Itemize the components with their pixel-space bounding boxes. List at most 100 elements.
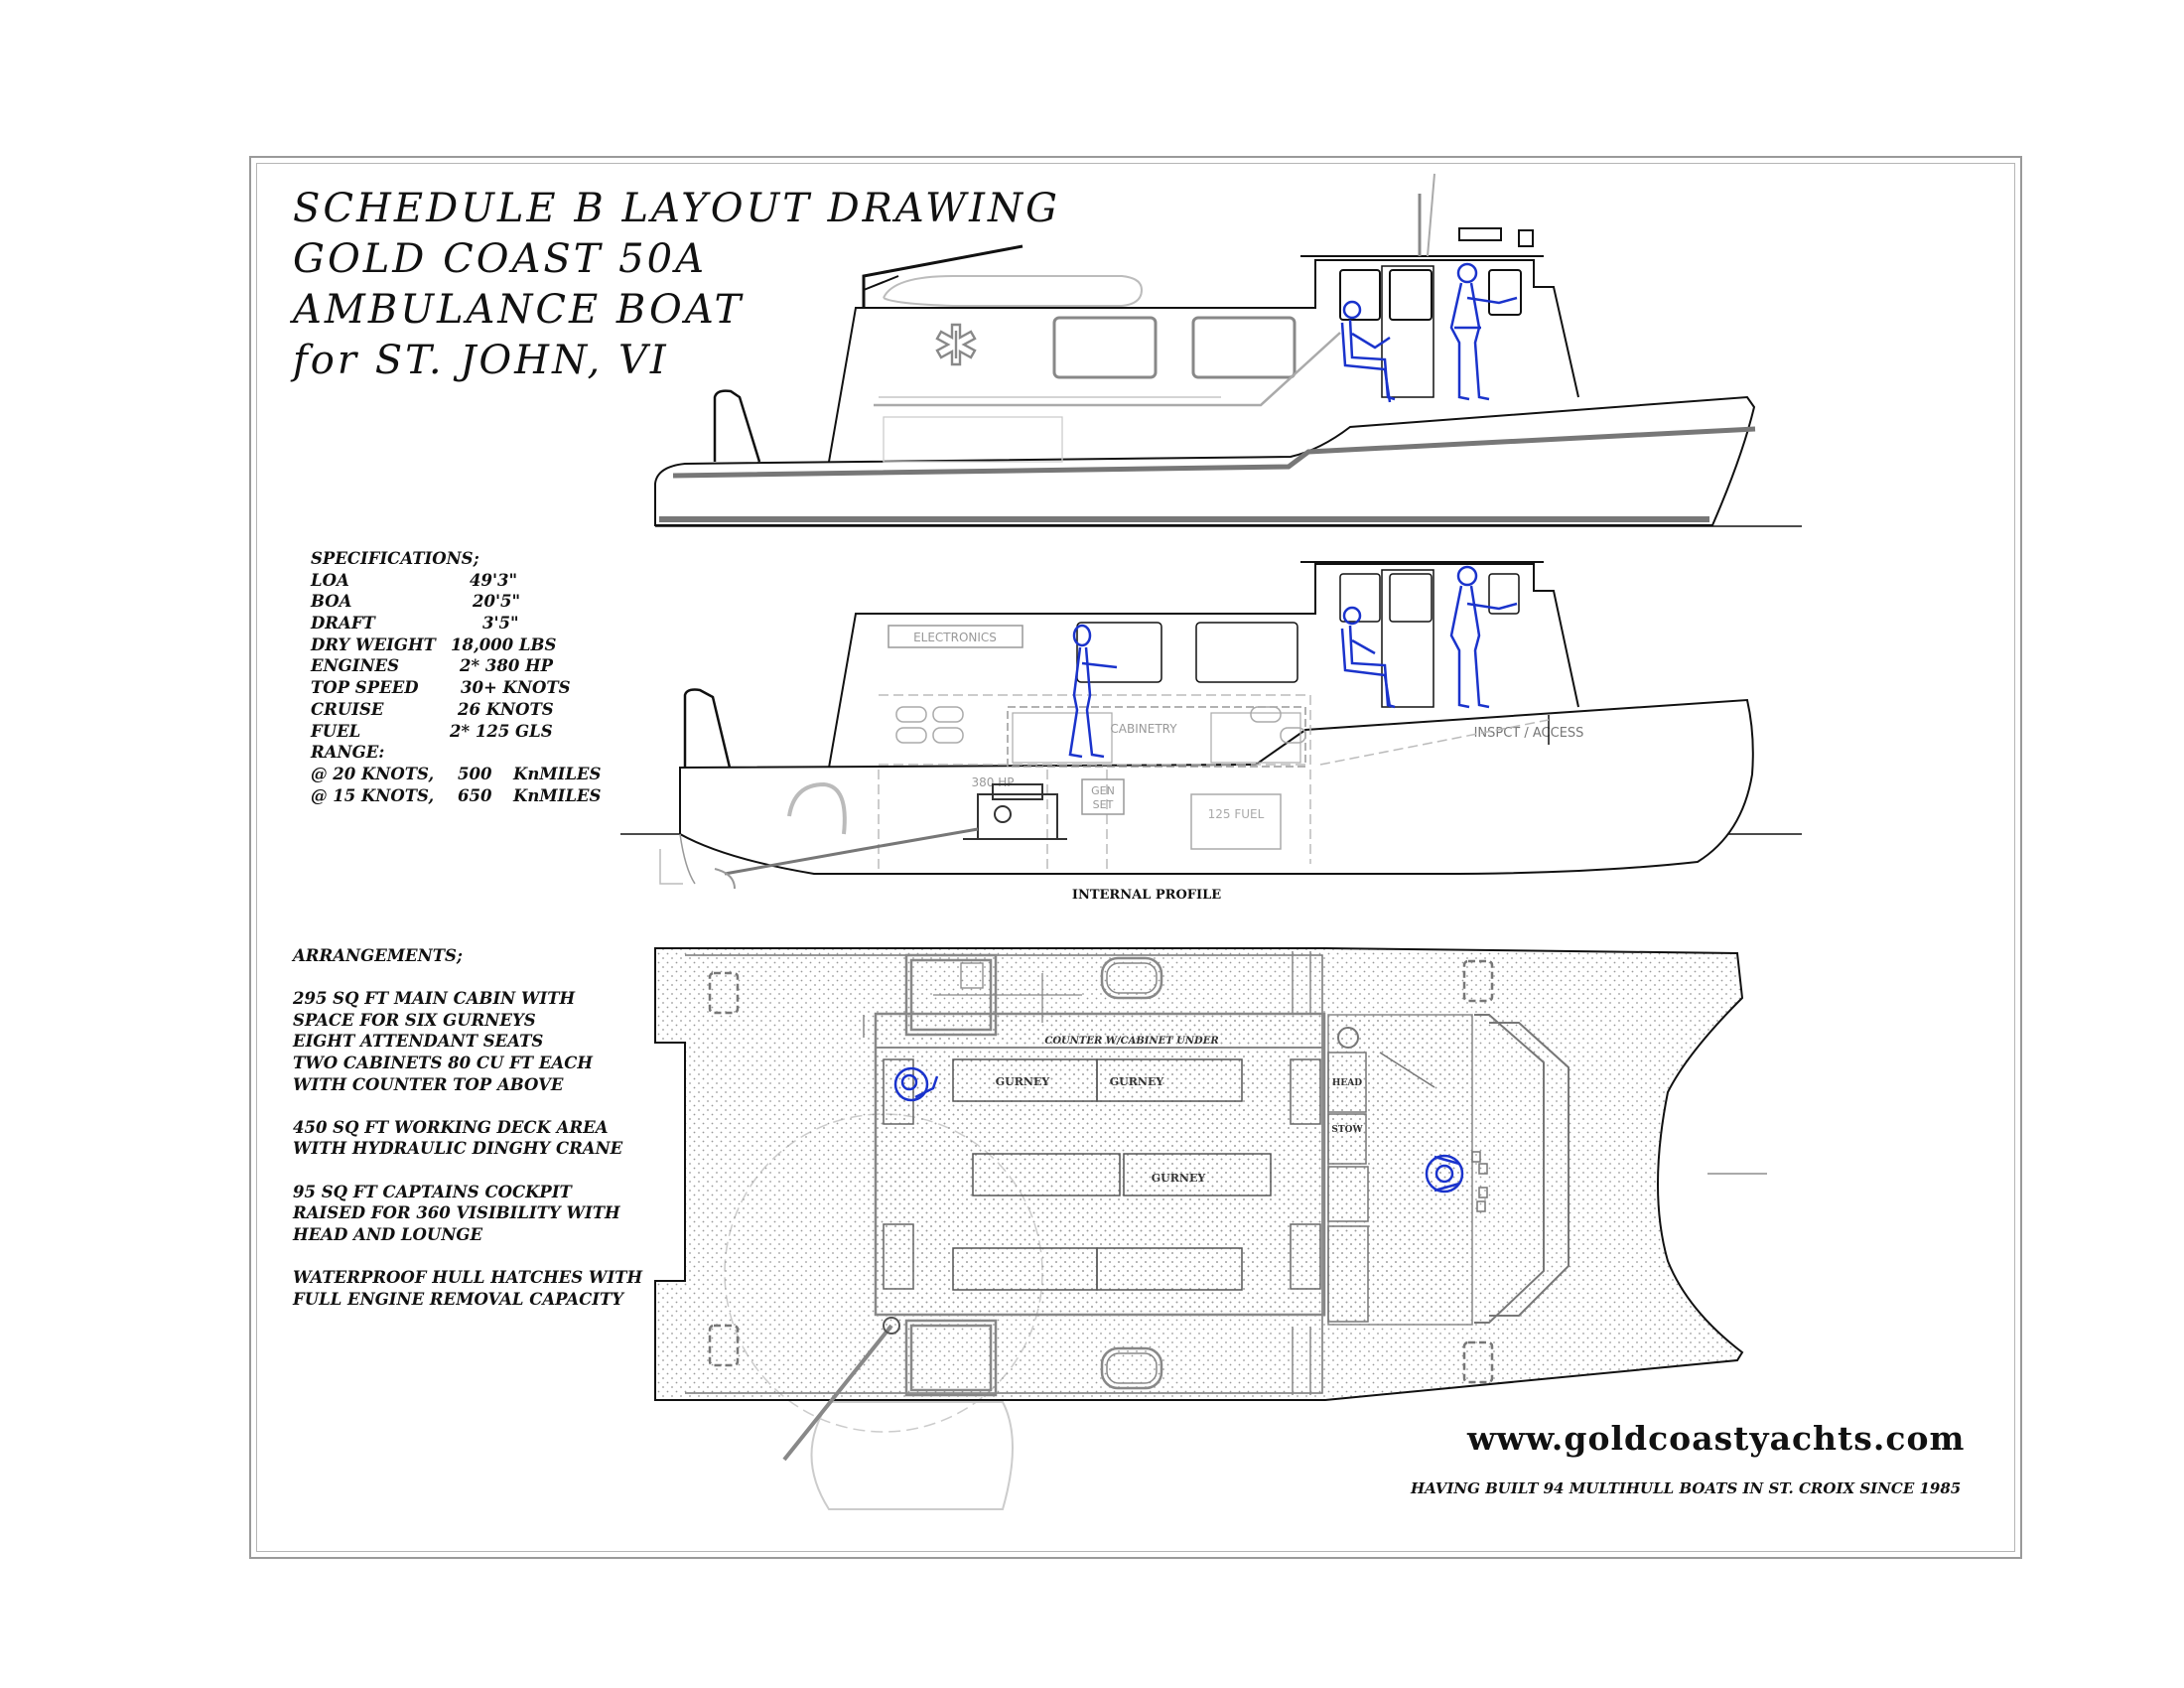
spec-value: 18,000 LBS bbox=[451, 634, 557, 654]
gurney-label: GURNEY bbox=[1110, 1075, 1164, 1088]
arrangement-line: TWO CABINETS 80 CU FT EACH bbox=[293, 1053, 593, 1072]
cockpit-door bbox=[1381, 265, 1434, 398]
cabin-window bbox=[1076, 622, 1162, 683]
exterior-profile bbox=[654, 173, 1802, 527]
range-speed: @ 15 KNOTS, bbox=[311, 785, 435, 805]
crew-figure-icon bbox=[1340, 300, 1396, 403]
stern-rail bbox=[713, 389, 761, 463]
cabin-window bbox=[1052, 316, 1158, 379]
gen-label: GEN bbox=[1091, 784, 1115, 797]
head-label: HEAD bbox=[1332, 1078, 1362, 1088]
captain-figure-icon bbox=[1449, 565, 1518, 709]
title-line-3: AMBULANCE BOAT bbox=[293, 287, 745, 333]
dinghy-plan bbox=[810, 1401, 1014, 1510]
stern-rail bbox=[683, 688, 732, 769]
seat-cushions bbox=[895, 706, 1306, 744]
arrangement-line: 450 SQ FT WORKING DECK AREA bbox=[293, 1117, 609, 1137]
porthole bbox=[1100, 956, 1163, 1000]
range-distance: 650 bbox=[458, 785, 492, 805]
spec-key: BOA bbox=[311, 592, 352, 612]
antenna-icon bbox=[1518, 229, 1534, 247]
arrangement-line: RAISED FOR 360 VISIBILITY WITH bbox=[293, 1203, 620, 1223]
cabin-window bbox=[1191, 316, 1297, 379]
main-cabin-plan bbox=[874, 1012, 1326, 1317]
cabinetry-label: CABINETRY bbox=[1110, 722, 1177, 736]
electronics-panel bbox=[887, 625, 1024, 648]
spec-key: CRUISE bbox=[311, 699, 384, 719]
arrangement-line: WATERPROOF HULL HATCHES WITH bbox=[293, 1267, 643, 1287]
crane-boom bbox=[782, 1324, 893, 1462]
dinghy-crane bbox=[862, 244, 1024, 308]
website-url[interactable]: www.goldcoastyachts.com bbox=[1467, 1419, 1966, 1458]
gurney-label: GURNEY bbox=[996, 1075, 1050, 1088]
sheer-stripe bbox=[672, 426, 1756, 479]
title-line-4: for ST. JOHN, VI bbox=[293, 338, 669, 383]
spec-value: 2* 380 HP bbox=[460, 656, 554, 676]
gurney-label: GURNEY bbox=[1152, 1172, 1206, 1185]
drawing-title: SCHEDULE B LAYOUT DRAWING GOLD COAST 50A… bbox=[293, 184, 1060, 386]
gurneys bbox=[952, 1058, 1272, 1291]
range-distance: 500 bbox=[458, 764, 492, 783]
range-unit: KnMILES bbox=[513, 785, 602, 805]
outer-border bbox=[249, 156, 2022, 1559]
arrangement-line: WITH HYDRAULIC DINGHY CRANE bbox=[293, 1139, 623, 1159]
range-unit: KnMILES bbox=[513, 764, 602, 783]
range-heading: RANGE: bbox=[311, 743, 385, 763]
set-label: SET bbox=[1093, 798, 1114, 811]
electronics-label: ELECTRONICS bbox=[913, 631, 997, 644]
cockpit-window bbox=[1488, 269, 1522, 316]
arrangement-line: 95 SQ FT CAPTAINS COCKPIT bbox=[293, 1182, 572, 1201]
deck-plan: COUNTER W/CABINET UNDER GURNEY GURNEY GU… bbox=[654, 947, 1767, 1510]
spec-value: 26 KNOTS bbox=[458, 699, 554, 719]
star-of-life-icon bbox=[935, 323, 977, 366]
arrangement-line: SPACE FOR SIX GURNEYS bbox=[293, 1010, 536, 1030]
engine-hp-label: 380 HP bbox=[972, 775, 1015, 789]
fuel-tank-label: 125 FUEL bbox=[1208, 807, 1265, 821]
roof-dinghy bbox=[883, 275, 1144, 307]
spec-value: 20'5" bbox=[473, 592, 521, 612]
spec-key: DRY WEIGHT bbox=[311, 634, 436, 654]
range-speed: @ 20 KNOTS, bbox=[311, 764, 435, 783]
title-line-2: GOLD COAST 50A bbox=[293, 236, 707, 282]
attendant-seats bbox=[883, 1058, 1321, 1290]
windshield-outline bbox=[1474, 1014, 1545, 1324]
attendant-figure-icon bbox=[1068, 624, 1118, 759]
engine-icon bbox=[963, 783, 1067, 840]
arrangement-line: EIGHT ATTENDANT SEATS bbox=[293, 1032, 544, 1052]
spec-value: 30+ KNOTS bbox=[461, 678, 571, 698]
stow-compartment bbox=[1327, 1113, 1367, 1165]
title-line-1: SCHEDULE B LAYOUT DRAWING bbox=[293, 186, 1060, 231]
internal-profile: ELECTRONICS CABINETRY INSPCT / ACCESS bbox=[620, 561, 1802, 903]
toilet-icon bbox=[1337, 1027, 1359, 1049]
arrangement-line: FULL ENGINE REMOVAL CAPACITY bbox=[293, 1289, 624, 1309]
inspect-access-label: INSPCT / ACCESS bbox=[1474, 726, 1584, 741]
generator-box bbox=[1081, 778, 1125, 815]
captain-figure-icon bbox=[1449, 262, 1518, 401]
stow-label: STOW bbox=[1331, 1125, 1363, 1135]
crew-figure-icon bbox=[1340, 606, 1396, 709]
inner-border bbox=[256, 163, 2015, 1552]
arrangements-block: ARRANGEMENTS; 295 SQ FT MAIN CABIN WITH … bbox=[293, 945, 642, 1310]
cabin-window bbox=[1195, 622, 1298, 683]
cabinetry-outline bbox=[1007, 706, 1306, 768]
hull-section bbox=[679, 698, 1754, 875]
spec-key: TOP SPEED bbox=[311, 678, 419, 698]
arrangement-line: 295 SQ FT MAIN CABIN WITH bbox=[293, 989, 576, 1009]
fuel-tank bbox=[1190, 793, 1282, 850]
cabin-section bbox=[828, 563, 1579, 769]
spec-key: FUEL bbox=[311, 721, 361, 741]
radar-icon bbox=[1458, 227, 1502, 241]
spec-value: 49'3" bbox=[470, 570, 518, 590]
specifications-heading: SPECIFICATIONS; bbox=[311, 549, 479, 568]
head-compartment bbox=[1327, 1052, 1367, 1113]
crane-base-icon bbox=[883, 1317, 900, 1335]
hull-exterior bbox=[654, 395, 1756, 526]
internal-profile-label: INTERNAL PROFILE bbox=[1072, 888, 1221, 903]
spec-key: DRAFT bbox=[311, 614, 375, 633]
handrail bbox=[874, 332, 1341, 407]
helm-figure-icon bbox=[1425, 1154, 1464, 1194]
cockpit-window bbox=[1389, 269, 1433, 321]
spec-key: LOA bbox=[311, 570, 349, 590]
